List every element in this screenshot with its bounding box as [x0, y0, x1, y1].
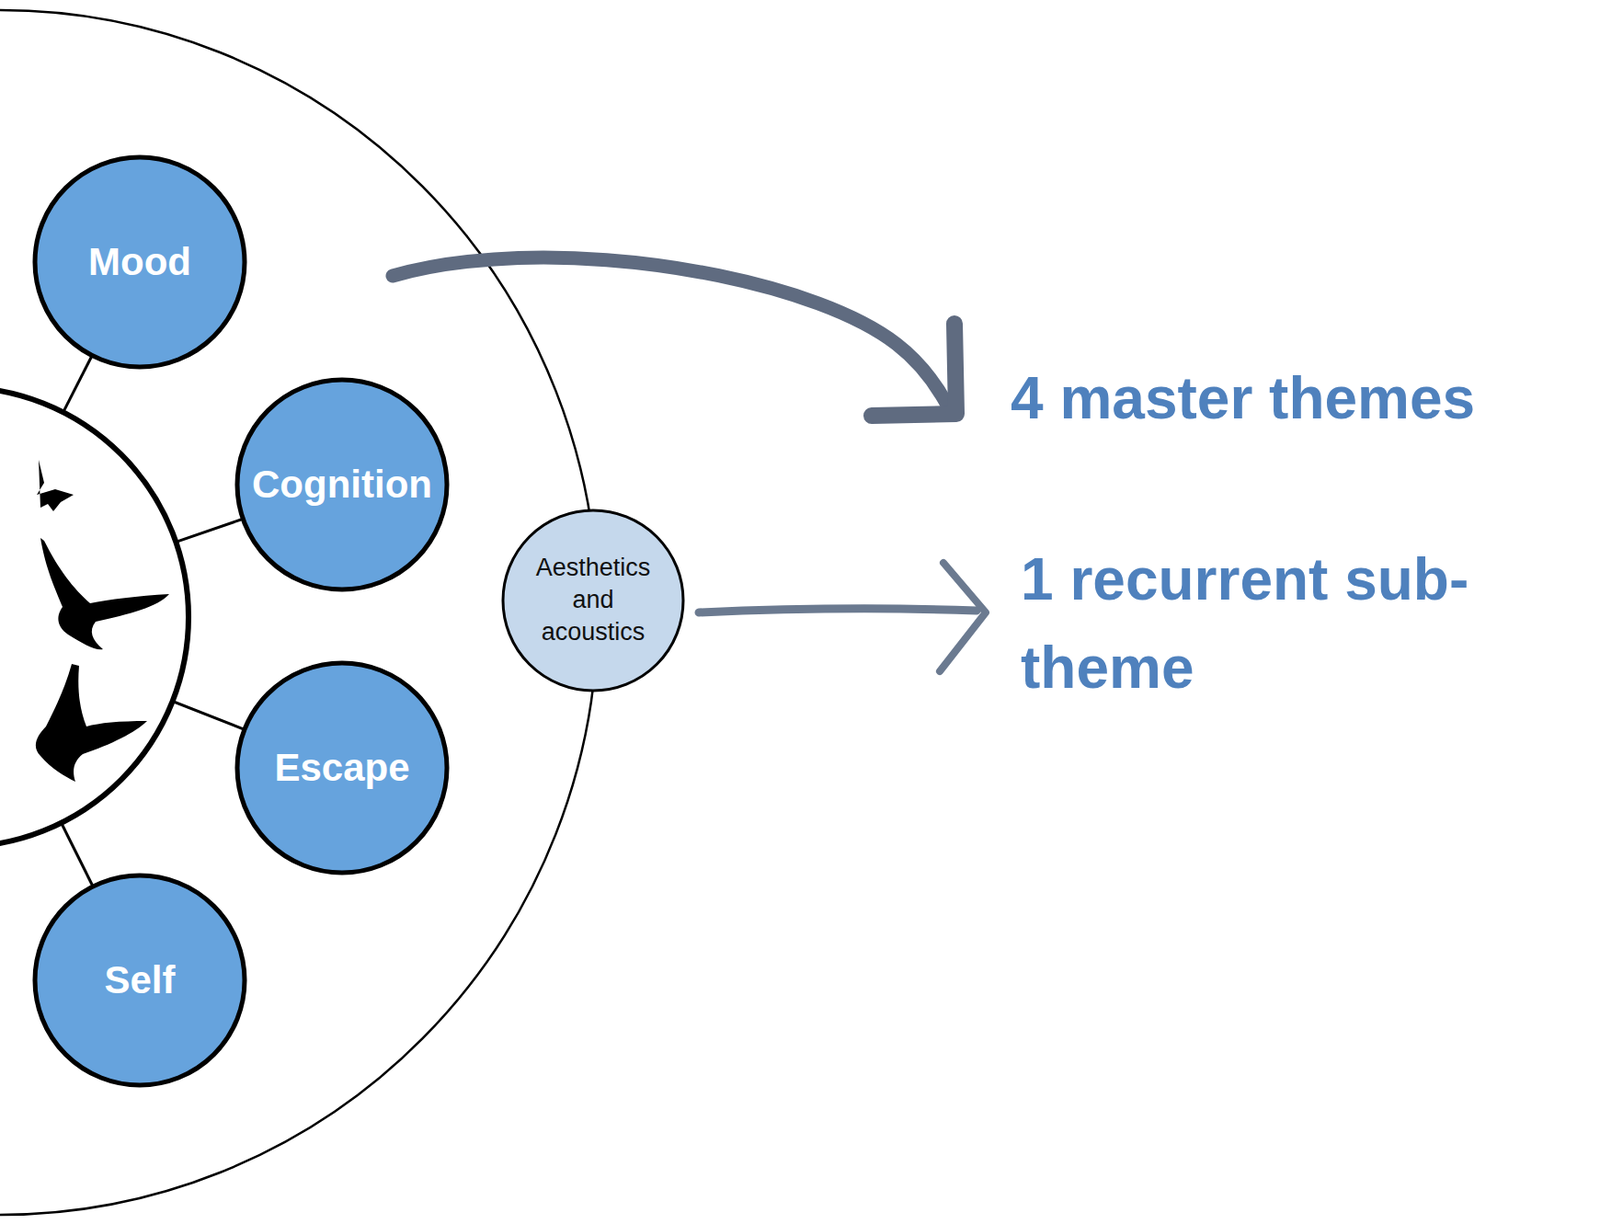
theme-label: Aesthetics and acoustics — [524, 551, 663, 649]
bird — [35, 663, 148, 782]
circle-shape — [34, 875, 245, 1086]
arrow-shaft — [392, 257, 948, 405]
sub-theme-circle: Aesthetics and acoustics — [502, 510, 684, 691]
summary-label: 4 master themes — [1010, 354, 1475, 443]
spoke-line — [61, 822, 94, 887]
theme-label: Self — [103, 955, 175, 1006]
master-theme-circle: Cognition — [237, 379, 447, 590]
bird — [40, 537, 170, 650]
master-theme-circle: Mood — [34, 157, 245, 367]
bird — [36, 459, 74, 512]
text-wrap: Cognition — [251, 459, 433, 511]
spoke-line — [63, 355, 93, 413]
master-theme-circle: Escape — [237, 662, 447, 873]
circle-shape — [237, 662, 447, 873]
text-wrap: Self — [103, 955, 175, 1006]
theme-label: Cognition — [251, 459, 433, 511]
inner-circle — [0, 387, 189, 847]
spoke-line — [175, 518, 243, 542]
arrow-head — [871, 323, 957, 416]
arrows — [392, 257, 986, 672]
arrow-shaft — [698, 608, 977, 613]
text-wrap: Mood — [88, 237, 192, 288]
circle-shape — [502, 510, 684, 691]
text-wrap: Aesthetics and acoustics — [524, 551, 663, 649]
text-wrap: Escape — [274, 742, 410, 794]
summary-label: 1 recurrent sub-theme — [1020, 535, 1499, 712]
circle-shape — [237, 379, 447, 590]
spoke-line — [172, 700, 245, 730]
theme-label: Escape — [274, 742, 410, 794]
bird-silhouettes — [35, 459, 170, 782]
arrow-head — [939, 562, 986, 672]
theme-label: Mood — [88, 237, 192, 288]
master-theme-circle: Self — [34, 875, 245, 1086]
circle-shape — [34, 157, 245, 367]
